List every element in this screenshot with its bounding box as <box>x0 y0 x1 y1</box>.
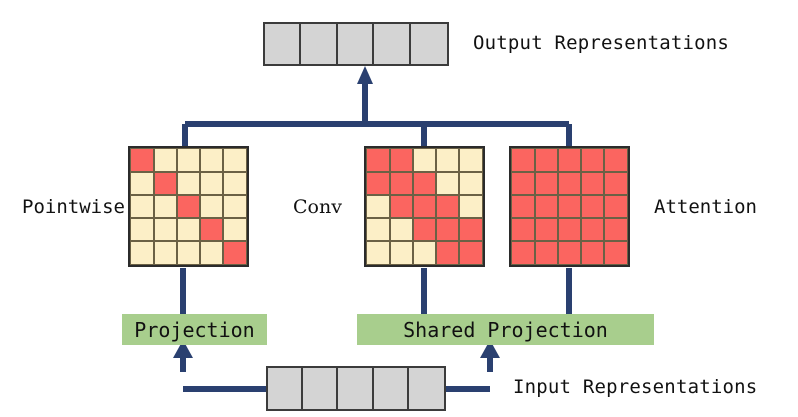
matrix-cell <box>131 195 154 218</box>
matrix-cell <box>367 172 390 195</box>
matrix-cell <box>413 218 436 241</box>
token-cell <box>408 368 444 409</box>
matrix-cell <box>131 218 154 241</box>
matrix-cell <box>535 195 558 218</box>
conv-matrix <box>364 146 485 267</box>
matrix-cell <box>558 218 581 241</box>
matrix-cell <box>390 218 413 241</box>
matrix-cell <box>604 149 627 172</box>
matrix-cell <box>177 218 200 241</box>
matrix-cell <box>581 149 604 172</box>
matrix-cell <box>367 218 390 241</box>
matrix-cell <box>131 172 154 195</box>
matrix-cell <box>177 241 200 264</box>
matrix-cell <box>581 218 604 241</box>
matrix-cell <box>604 218 627 241</box>
matrix-cell <box>413 172 436 195</box>
matrix-cell <box>154 172 177 195</box>
matrix-cell <box>154 195 177 218</box>
matrix-cell <box>581 172 604 195</box>
matrix-cell <box>436 218 459 241</box>
matrix-cell <box>177 195 200 218</box>
input-representations-bar <box>266 366 446 411</box>
matrix-cell <box>154 149 177 172</box>
matrix-cell <box>390 149 413 172</box>
matrix-cell <box>604 172 627 195</box>
matrix-cell <box>413 241 436 264</box>
projection-box[interactable]: Projection <box>122 314 267 345</box>
matrix-cell <box>223 172 246 195</box>
matrix-cell <box>512 241 535 264</box>
matrix-cell <box>413 195 436 218</box>
attention-matrix <box>509 146 630 267</box>
matrix-cell <box>512 195 535 218</box>
matrix-cell <box>558 172 581 195</box>
matrix-cell <box>535 241 558 264</box>
token-cell <box>410 24 447 64</box>
matrix-cell <box>535 149 558 172</box>
matrix-cell <box>558 149 581 172</box>
matrix-cell <box>512 172 535 195</box>
matrix-cell <box>604 241 627 264</box>
matrix-cell <box>558 241 581 264</box>
matrix-cell <box>436 195 459 218</box>
matrix-cell <box>154 241 177 264</box>
matrix-cell <box>200 149 223 172</box>
shared-projection-box[interactable]: Shared Projection <box>357 314 654 345</box>
matrix-cell <box>223 241 246 264</box>
matrix-cell <box>390 241 413 264</box>
matrix-cell <box>581 241 604 264</box>
token-cell <box>338 368 374 409</box>
matrix-cell <box>200 241 223 264</box>
input-representations-label: Input Representations <box>513 376 758 398</box>
matrix-cell <box>413 149 436 172</box>
pointwise-label: Pointwise <box>22 196 125 218</box>
matrix-cell <box>436 172 459 195</box>
shared-projection-label: Shared Projection <box>403 317 608 342</box>
pointwise-matrix <box>128 146 249 267</box>
matrix-cell <box>177 172 200 195</box>
matrix-cell <box>200 218 223 241</box>
matrix-cell <box>535 172 558 195</box>
matrix-cell <box>512 149 535 172</box>
matrix-cell <box>223 218 246 241</box>
matrix-cell <box>367 195 390 218</box>
token-cell <box>268 368 304 409</box>
matrix-cell <box>558 195 581 218</box>
output-representations-label: Output Representations <box>473 32 730 54</box>
token-cell <box>373 368 409 409</box>
matrix-cell <box>535 218 558 241</box>
matrix-cell <box>581 195 604 218</box>
matrix-cell <box>604 195 627 218</box>
matrix-cell <box>131 149 154 172</box>
matrix-cell <box>436 149 459 172</box>
matrix-cell <box>390 195 413 218</box>
matrix-cell <box>223 149 246 172</box>
token-cell <box>337 24 375 64</box>
matrix-cell <box>154 218 177 241</box>
matrix-cell <box>367 241 390 264</box>
token-cell <box>301 24 338 64</box>
token-cell <box>303 368 339 409</box>
output-representations-bar <box>263 22 449 66</box>
token-cell <box>265 24 302 64</box>
matrix-cell <box>390 172 413 195</box>
token-cell <box>374 24 411 64</box>
attention-label: Attention <box>654 196 757 218</box>
projection-label: Projection <box>134 317 255 342</box>
matrix-cell <box>459 241 482 264</box>
conv-label: Conv <box>293 196 342 218</box>
matrix-cell <box>200 172 223 195</box>
matrix-cell <box>436 241 459 264</box>
matrix-cell <box>459 149 482 172</box>
matrix-cell <box>459 218 482 241</box>
matrix-cell <box>223 195 246 218</box>
matrix-cell <box>200 195 223 218</box>
matrix-cell <box>459 195 482 218</box>
matrix-cell <box>459 172 482 195</box>
matrix-cell <box>512 218 535 241</box>
matrix-cell <box>367 149 390 172</box>
matrix-cell <box>177 149 200 172</box>
matrix-cell <box>131 241 154 264</box>
